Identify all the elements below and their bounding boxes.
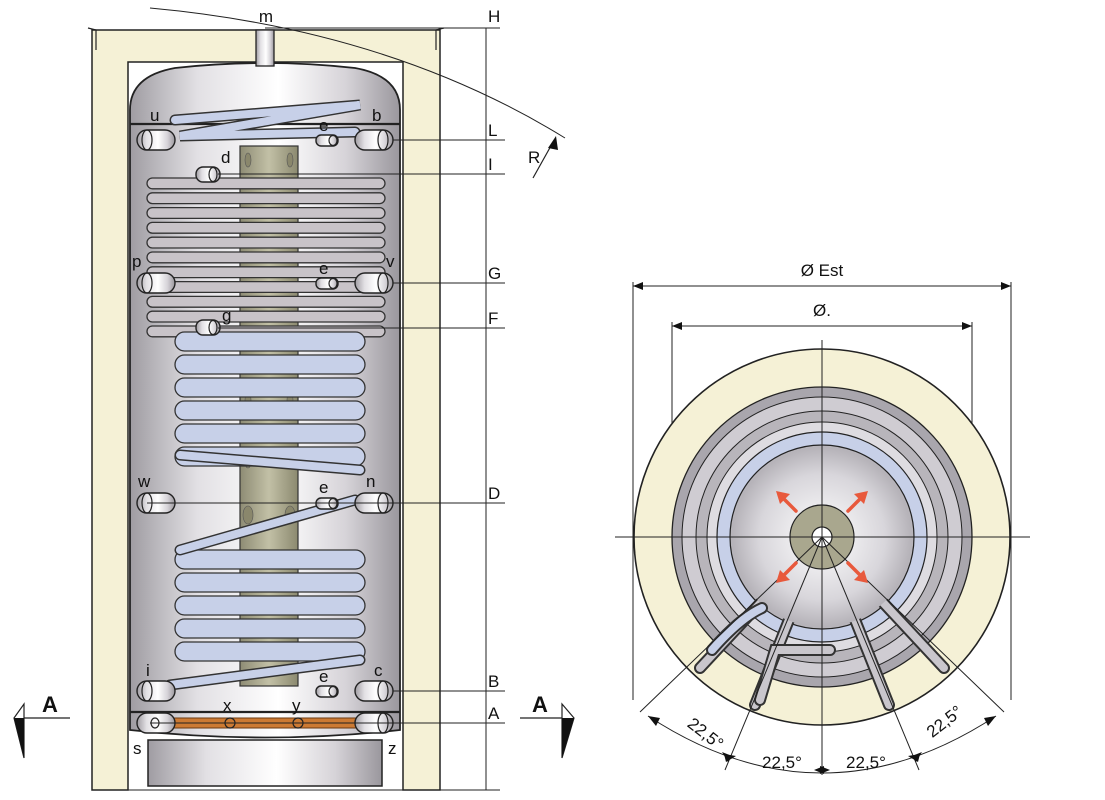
conn-label-e-top: e (319, 116, 328, 135)
level-label-d: D (488, 484, 500, 503)
level-label-g: G (488, 264, 501, 283)
blue-coil-mid-turn (174, 354, 366, 375)
top-nozzle (255, 29, 275, 67)
grey-coil-turn (146, 206, 386, 220)
conn-label-e-center: e (319, 478, 328, 497)
radius-arc (149, 7, 566, 139)
connection-labels: u b e d p v e g w n e i c e x y s z (132, 106, 397, 758)
grey-heat-exchanger-coil (146, 177, 386, 338)
insulation-rim-left (87, 27, 97, 50)
grey-coil-turn (146, 177, 386, 190)
grey-coil-turn (146, 266, 386, 279)
radius-arrow-shaft (532, 143, 553, 179)
blue-coil-low-turn (174, 641, 366, 662)
blue-coil-mid-turn (174, 400, 366, 421)
blue-coil-low-turn (174, 572, 366, 593)
blue-coil-mid-turn (174, 423, 366, 444)
level-label-h: H (488, 7, 500, 26)
conn-label-s: s (133, 739, 142, 758)
level-label-l: L (488, 121, 497, 140)
section-label-left: A (42, 692, 58, 717)
inner-diameter-label: Ø. (813, 301, 831, 320)
top-marker-label: m (259, 7, 273, 26)
grey-coil-turn (146, 310, 386, 323)
insulation-rim-right (435, 27, 445, 50)
conn-label-x: x (223, 696, 232, 715)
dimension-arrowheads (633, 282, 1011, 330)
blue-coil-mid-turn (174, 331, 366, 352)
base-skirt (147, 739, 383, 787)
radius-label: R (528, 148, 540, 167)
blue-coil-low-turn (174, 595, 366, 616)
blue-coil-low-turn (174, 618, 366, 639)
conn-label-w: w (137, 472, 151, 491)
grey-coil-turn (146, 236, 386, 249)
section-marker-right (520, 702, 575, 759)
upper-blue-coil (169, 99, 361, 142)
blue-coil-lower (174, 549, 366, 662)
conn-label-g: g (222, 306, 231, 325)
blue-coil-low-turn (174, 549, 366, 570)
level-labels: H L I G F D B A (488, 7, 501, 723)
conn-label-v: v (386, 252, 395, 271)
flow-arrows (776, 491, 868, 583)
vertical-section-view: m R A A H L I G F D B A u b e d p v e g … (13, 7, 575, 791)
angle-label-2: 22,5° (762, 753, 802, 772)
cross-section-view: Ø Est Ø. (615, 261, 1030, 775)
outer-diameter-label: Ø Est (801, 261, 844, 280)
conn-label-e-mid: e (319, 259, 328, 278)
angle-label-3: 22,5° (846, 753, 886, 772)
level-label-i: I (488, 155, 493, 174)
level-label-f: F (488, 309, 498, 328)
level-label-a: A (488, 704, 500, 723)
conn-label-z: z (388, 739, 397, 758)
conn-label-p: p (132, 252, 141, 271)
section-label-right: A (532, 692, 548, 717)
conn-label-y: y (292, 696, 301, 715)
radius-arrow-head (548, 136, 558, 150)
angle-arrowheads (648, 716, 996, 774)
grey-coil-turn (146, 280, 386, 294)
conn-label-n: n (366, 472, 375, 491)
level-label-b: B (488, 672, 499, 691)
section-marker-left (13, 702, 70, 759)
grey-coil-turn (146, 192, 386, 205)
grey-coil-turn (146, 221, 386, 234)
conn-label-u: u (150, 106, 159, 125)
conn-label-d: d (221, 148, 230, 167)
conn-label-e-low: e (319, 667, 328, 686)
conn-label-c: c (374, 661, 383, 680)
conn-label-b: b (372, 106, 381, 125)
grey-coil-turn (146, 295, 386, 308)
angle-label-4: 22,5° (923, 702, 966, 742)
level-guide-lines (92, 27, 505, 791)
grey-coil-turn (146, 251, 386, 264)
conn-label-i: i (146, 661, 150, 680)
blue-coil-mid-turn (174, 377, 366, 398)
